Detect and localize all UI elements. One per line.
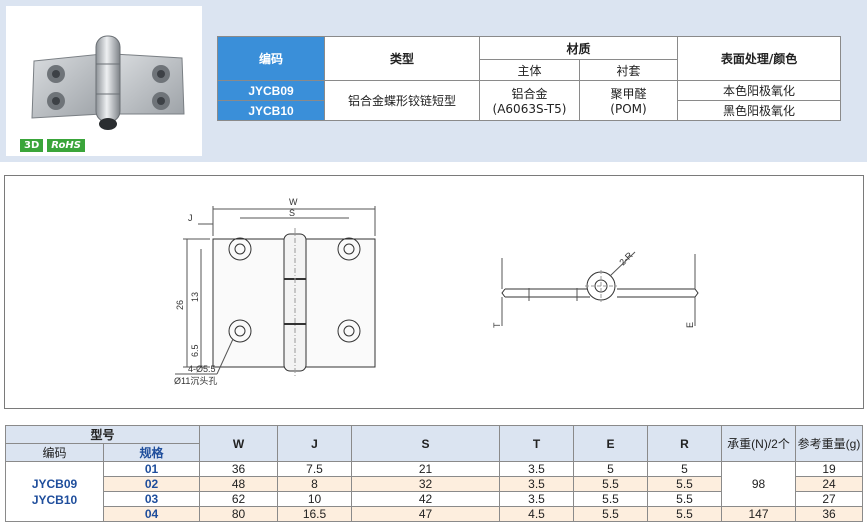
dims-s-04: 47 (351, 506, 501, 522)
spec-table: 编码 类型 材质 表面处理/颜色 主体 衬套 JYCB09 铝合金蝶形铰链短型 … (217, 36, 842, 121)
dims-e-03: 5.5 (573, 491, 649, 507)
product-photo: 3D RoHS (6, 6, 202, 156)
dims-header-weight: 参考重量(g) (795, 425, 864, 462)
dims-header-s: S (351, 425, 501, 462)
dims-r-01: 5 (647, 461, 723, 477)
dims-header-w: W (199, 425, 279, 462)
spec-header-body: 主体 (479, 59, 580, 81)
spec-code-jycb09: JYCB09 (217, 80, 325, 101)
dims-s-01: 21 (351, 461, 501, 477)
spec-surface-jycb09: 本色阳极氧化 (677, 80, 842, 101)
dims-header-model: 型号 (4, 425, 201, 444)
spec-bushing-value: 聚甲醛 (POM) (578, 80, 679, 121)
hole-spec-line2: Ø11沉头孔 (174, 376, 217, 386)
dims-spec-01: 01 (102, 461, 201, 477)
dim-6-5-label: 6.5 (190, 344, 200, 357)
badge-3d: 3D (20, 139, 44, 152)
spec-header-code: 编码 (217, 36, 325, 81)
spec-header-bushing: 衬套 (578, 59, 679, 81)
spec-bushing-line1: 聚甲醛 (610, 87, 647, 101)
dims-code-cell: JYCB09 JYCB10 (5, 461, 104, 522)
spec-body-line1: 铝合金 (511, 87, 548, 101)
spec-header-surface: 表面处理/颜色 (677, 36, 842, 81)
technical-drawing: W S J 26 13 6.5 4-Ø5.5 Ø11沉头孔 (174, 197, 699, 386)
hole-spec-line1: 4-Ø5.5 (188, 364, 216, 374)
spec-surface-jycb10: 黑色阳极氧化 (677, 100, 842, 121)
dimensions-table: 型号 W J S T E R 承重(N)/2个 参考重量(g) 编码 规格 JY… (4, 425, 864, 522)
spec-header-material: 材质 (478, 36, 679, 60)
side-t-label: T (492, 322, 502, 328)
dims-j-02: 8 (277, 476, 353, 492)
dims-weight-03: 27 (795, 491, 864, 507)
dims-e-01: 5 (573, 461, 649, 477)
dims-weight-01: 19 (795, 461, 864, 477)
spec-header-type: 类型 (324, 36, 480, 81)
dims-spec-02: 02 (102, 476, 201, 492)
dim-w-label: W (289, 197, 298, 207)
dims-r-02: 5.5 (647, 476, 723, 492)
dims-w-03: 62 (199, 491, 279, 507)
dims-t-01: 3.5 (499, 461, 575, 477)
badge-rohs: RoHS (47, 139, 85, 152)
dims-t-02: 3.5 (499, 476, 575, 492)
dims-t-04: 4.5 (499, 506, 575, 522)
side-r-label: 2-R (617, 250, 635, 268)
badge-row: 3D RoHS (20, 139, 85, 152)
dims-code-jycb09: JYCB09 (31, 476, 78, 491)
dims-e-02: 5.5 (573, 476, 649, 492)
dim-s-label: S (289, 208, 295, 218)
dims-header-code: 编码 (5, 443, 104, 462)
dims-code-jycb10: JYCB10 (31, 492, 78, 507)
dims-weight-02: 24 (795, 476, 864, 492)
dims-s-03: 42 (351, 491, 501, 507)
dims-load-group: 98 (721, 461, 797, 507)
dims-r-03: 5.5 (647, 491, 723, 507)
dims-spec-04: 04 (102, 506, 201, 522)
spec-body-line2: (A6063S-T5) (492, 102, 567, 116)
dims-header-t: T (499, 425, 575, 462)
dims-w-04: 80 (199, 506, 279, 522)
dims-r-04: 5.5 (647, 506, 723, 522)
dims-j-03: 10 (277, 491, 353, 507)
dims-w-02: 48 (199, 476, 279, 492)
dims-j-01: 7.5 (277, 461, 353, 477)
dim-j-label: J (188, 213, 193, 223)
dims-load-04: 147 (721, 506, 797, 522)
dims-header-spec: 规格 (102, 443, 201, 462)
dims-spec-03: 03 (102, 491, 201, 507)
spec-code-jycb10: JYCB10 (217, 100, 325, 121)
dims-t-03: 3.5 (499, 491, 575, 507)
dims-header-e: E (573, 425, 649, 462)
technical-drawing-panel: W S J 26 13 6.5 4-Ø5.5 Ø11沉头孔 (4, 175, 864, 409)
spec-body-value: 铝合金 (A6063S-T5) (479, 80, 580, 121)
spec-type-value: 铝合金蝶形铰链短型 (324, 80, 480, 121)
dims-j-04: 16.5 (277, 506, 353, 522)
product-header-band: 3D RoHS 编码 类型 材质 表面处理/颜色 主体 衬套 JYCB09 铝合… (0, 0, 867, 162)
dims-header-r: R (647, 425, 723, 462)
dims-s-02: 32 (351, 476, 501, 492)
dims-w-01: 36 (199, 461, 279, 477)
dim-26-label: 26 (175, 300, 185, 310)
dims-weight-04: 36 (795, 506, 864, 522)
front-view (175, 206, 376, 376)
dims-header-j: J (277, 425, 353, 462)
dim-13-label: 13 (190, 292, 200, 302)
dims-header-load: 承重(N)/2个 (721, 425, 797, 462)
spec-bushing-line2: (POM) (610, 102, 647, 116)
dims-e-04: 5.5 (573, 506, 649, 522)
side-e-label: E (685, 322, 695, 328)
side-view (501, 251, 699, 326)
hinge-photo-illustration (31, 35, 185, 130)
